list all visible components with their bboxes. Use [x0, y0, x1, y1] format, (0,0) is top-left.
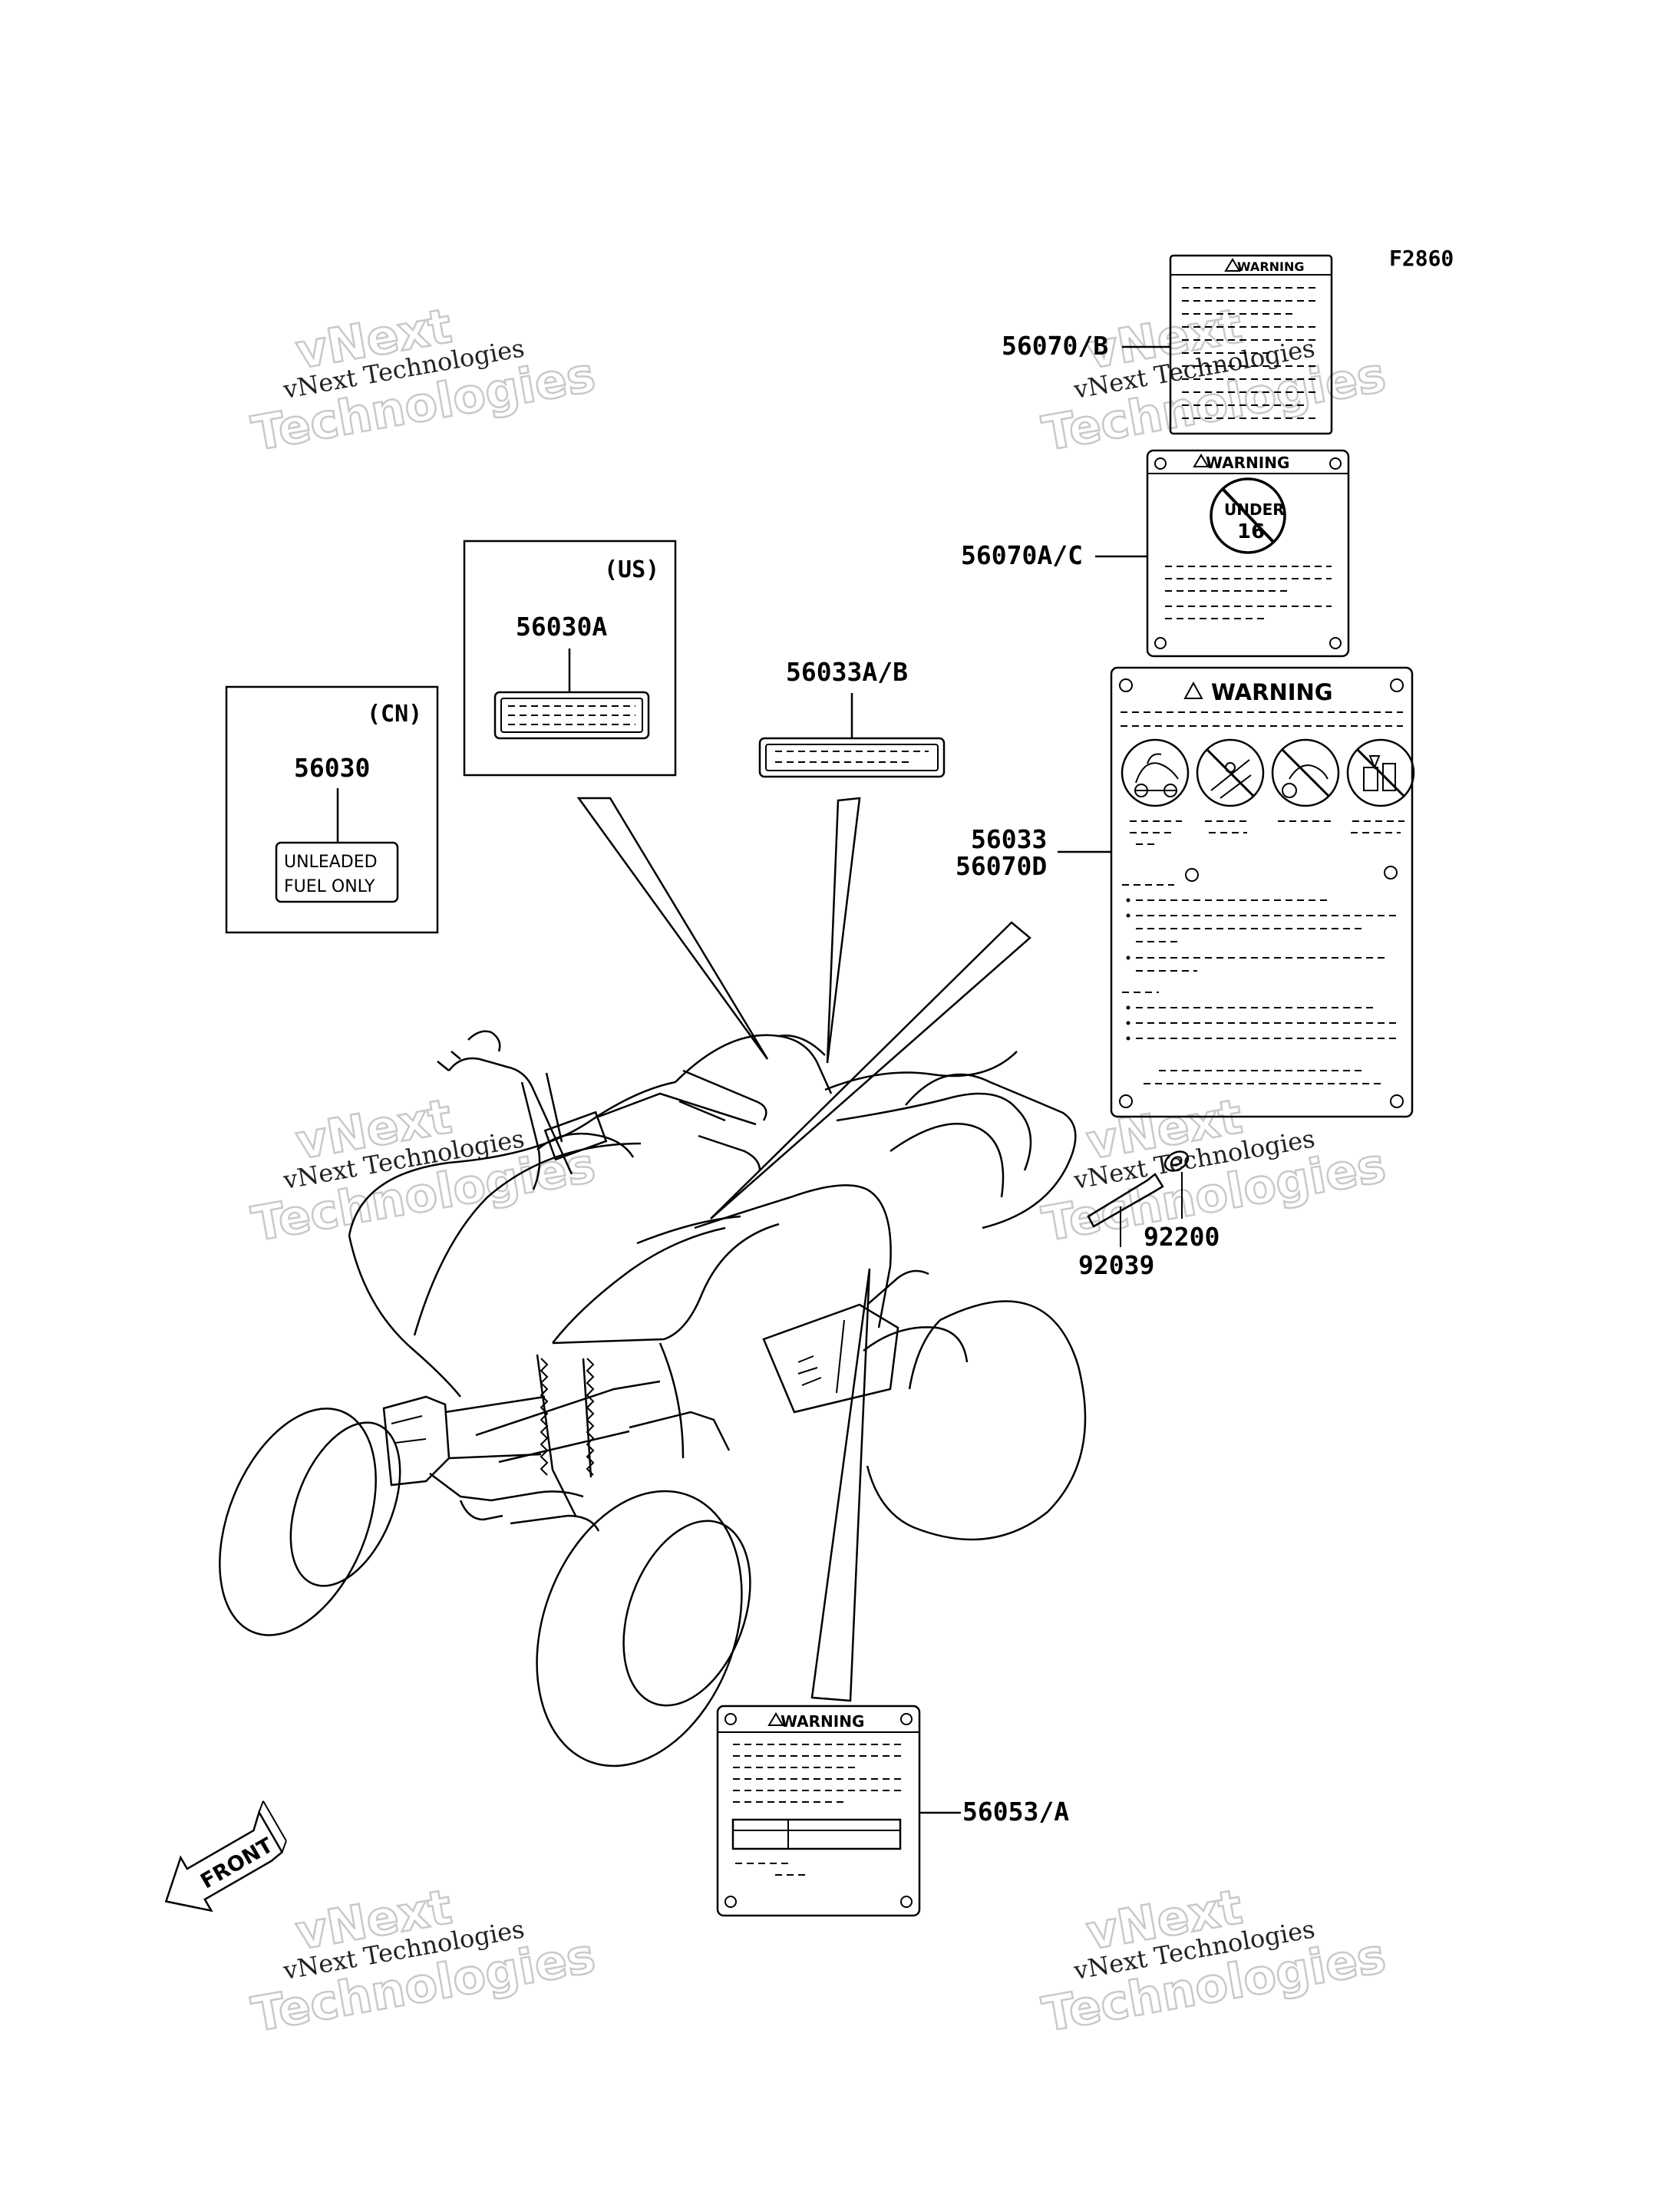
decal-56070ac: WARNING UNDER 16 — [1146, 449, 1350, 658]
pictogram-no-wheelie-icon — [1271, 738, 1340, 807]
under-16-prohibition-icon: UNDER 16 — [1210, 477, 1286, 554]
pictogram-no-alcohol-icon — [1346, 738, 1415, 807]
decal-unleaded-line1: UNLEADED — [284, 853, 378, 872]
front-arrow-icon: FRONT — [164, 1800, 287, 1913]
svg-text:WARNING: WARNING — [1237, 259, 1305, 274]
svg-text:16: 16 — [1237, 520, 1265, 543]
figure-code: F2860 — [1389, 246, 1454, 271]
leader-56053a — [810, 1268, 871, 1702]
label-56030: 56030 — [294, 753, 370, 783]
pictogram-no-passenger-icon — [1121, 738, 1190, 807]
label-56070b: 56070/B — [1002, 331, 1108, 361]
warning-triangle-icon — [1224, 258, 1241, 272]
leader-56033ab — [826, 797, 861, 1064]
watermark-middle-left: vNext Technologies vNext Technologies — [247, 1087, 600, 1253]
decal-56070b: WARNING — [1169, 254, 1333, 435]
watermark-bottom-right: vNext Technologies vNext Technologies — [1038, 1878, 1391, 2044]
label-92200: 92200 — [1144, 1222, 1220, 1252]
leader-56033-56070d — [710, 921, 1031, 1219]
decal-unleaded-line2: FUEL ONLY — [284, 877, 375, 896]
region-label-us: (US) — [604, 556, 659, 583]
watermark-top-left: vNext Technologies vNext Technologies — [247, 297, 600, 463]
decal-56033-56070d: WARNING — [1110, 666, 1415, 1118]
region-label-cn: (CN) — [367, 701, 422, 728]
label-56033ab: 56033A/B — [786, 657, 908, 687]
region-box-us — [463, 540, 677, 777]
watermark-bottom-left: vNext Technologies vNext Technologies — [247, 1878, 600, 2044]
rivet-and-washer — [1087, 1150, 1190, 1247]
svg-text:WARNING: WARNING — [1211, 679, 1333, 705]
label-56033: 56033 — [971, 824, 1047, 854]
label-56070ac: 56070A/C — [961, 540, 1083, 570]
svg-text:WARNING: WARNING — [781, 1712, 864, 1731]
pictogram-no-road-icon — [1196, 738, 1265, 807]
atv-vehicle-outline — [219, 1030, 1087, 1767]
decal-56053a: WARNING — [716, 1705, 921, 1917]
label-92039: 92039 — [1078, 1250, 1154, 1280]
leader-56030a — [576, 797, 769, 1060]
label-56053a: 56053/A — [962, 1797, 1069, 1827]
label-56030a: 56030A — [516, 612, 607, 642]
decal-56033ab — [758, 737, 946, 778]
svg-text:UNDER: UNDER — [1224, 500, 1285, 519]
label-56070d: 56070D — [956, 851, 1047, 881]
svg-text:WARNING: WARNING — [1206, 454, 1289, 472]
